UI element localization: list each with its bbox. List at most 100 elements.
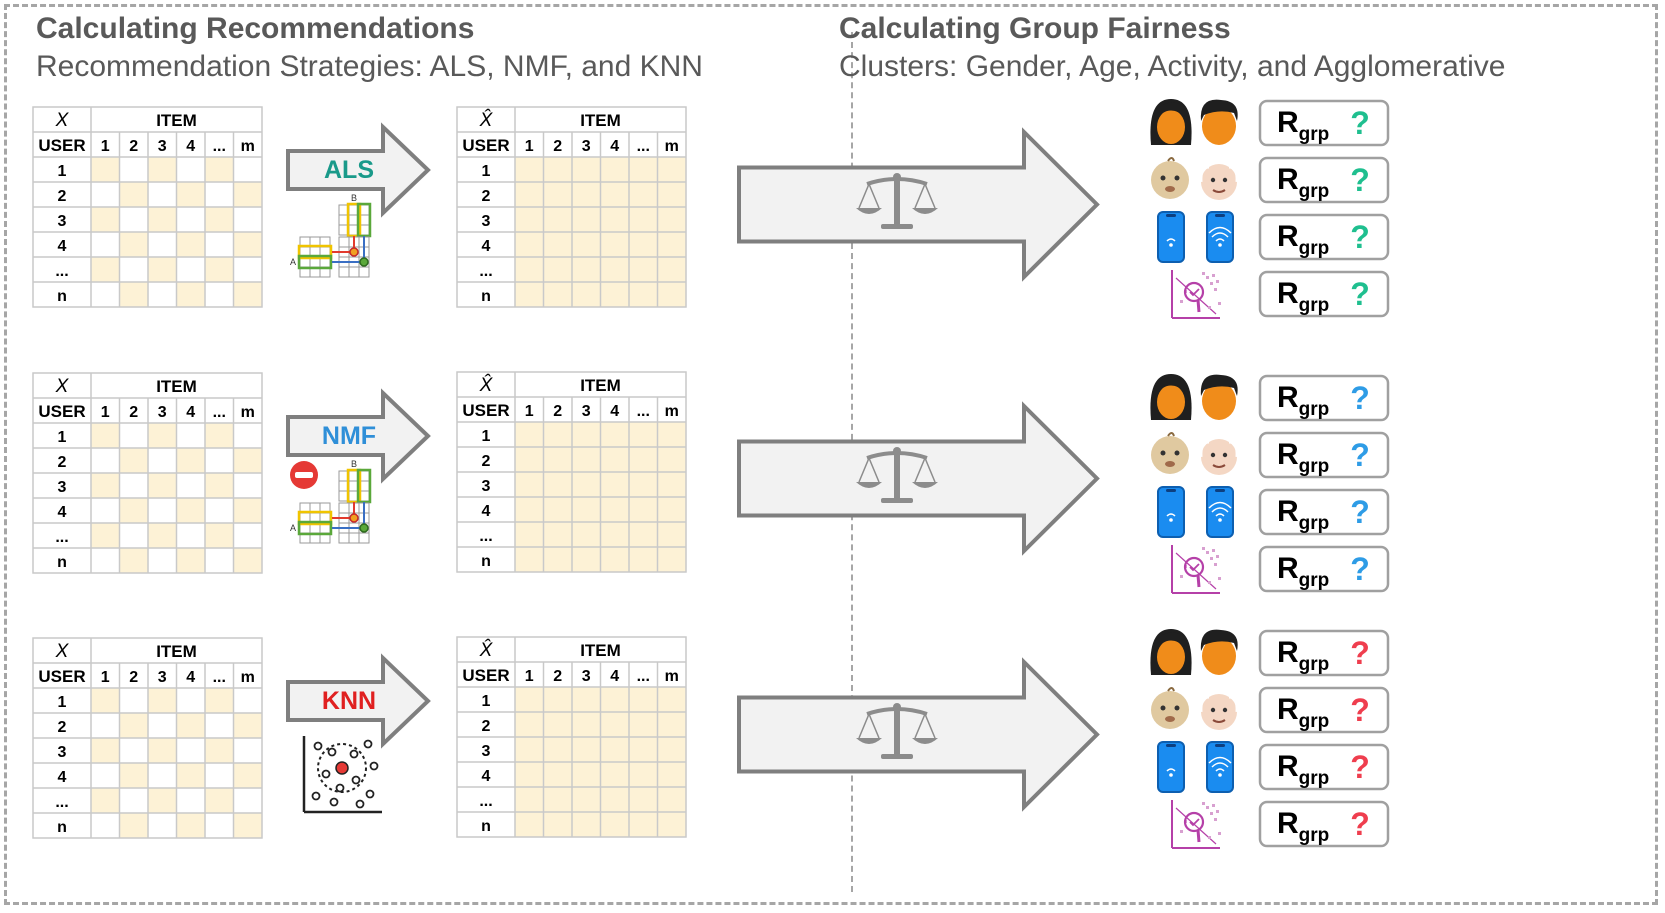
- matrix-cell: [515, 257, 544, 282]
- old-man-icon: [1197, 163, 1241, 200]
- matrix-symbol: X̂: [479, 374, 494, 396]
- question-mark: ?: [1350, 219, 1370, 255]
- matrix-cell: [91, 738, 120, 763]
- matrix-cell: [600, 157, 629, 182]
- matrix-cell: [176, 498, 205, 523]
- matrix-cell: [91, 207, 120, 232]
- matrix-cell: [600, 762, 629, 787]
- matrix-item-label: ITEM: [580, 641, 621, 660]
- matrix-cell: [515, 422, 544, 447]
- matrix-cell: [629, 157, 658, 182]
- matrix-cell: [600, 737, 629, 762]
- matrix-cell: [629, 737, 658, 762]
- matrix-cell: [572, 712, 601, 737]
- matrix-column-header: ...: [213, 669, 226, 686]
- rgrp-metric-box: Rgrp?: [1258, 545, 1390, 593]
- matrix-cell: [233, 448, 262, 473]
- matrix-row-header: 1: [58, 429, 67, 446]
- matrix-cell: [572, 472, 601, 497]
- matrix-row-header: 1: [58, 694, 67, 711]
- matrix-cell: [600, 687, 629, 712]
- matrix-cell: [572, 812, 601, 837]
- matrix-column-header: m: [241, 404, 255, 421]
- matrix-cell: [543, 422, 572, 447]
- matrix-item-label: ITEM: [156, 377, 197, 396]
- matrix-cell: [629, 207, 658, 232]
- right-title: Calculating Group Fairness: [839, 12, 1231, 45]
- fairness-arrow: [737, 127, 1100, 282]
- matrix-row-header: 1: [482, 428, 491, 445]
- matrix-cell: [176, 282, 205, 307]
- matrix-cell: [600, 497, 629, 522]
- baby-icon: [1151, 157, 1189, 199]
- matrix-cell: [572, 787, 601, 812]
- matrix-column-header: 2: [129, 138, 138, 155]
- rgrp-metric-box: Rgrp?: [1258, 156, 1390, 204]
- old-man-icon: [1197, 438, 1241, 475]
- matrix-cell: [176, 548, 205, 573]
- matrix-symbol: X̂: [479, 109, 494, 131]
- matrix-cell: [600, 787, 629, 812]
- question-mark: ?: [1350, 380, 1370, 416]
- left-title: Calculating Recommendations: [36, 12, 475, 45]
- matrix-cell: [572, 282, 601, 307]
- matrix-cell: [657, 762, 686, 787]
- matrix-column-header: ...: [637, 668, 650, 685]
- matrix-cell: [515, 447, 544, 472]
- matrix-cell: [515, 812, 544, 837]
- matrix-cell: [233, 548, 262, 573]
- matrix-cell: [657, 547, 686, 572]
- matrix-column-header: 1: [101, 669, 110, 686]
- matrix-cell: [543, 812, 572, 837]
- matrix-cell: [572, 547, 601, 572]
- matrix-cell: [543, 787, 572, 812]
- svg-text:A: A: [290, 257, 296, 267]
- matrix-cell: [657, 157, 686, 182]
- matrix-cell: [515, 232, 544, 257]
- matrix-column-header: 1: [525, 403, 534, 420]
- matrix-cell: [543, 447, 572, 472]
- matrix-cell: [629, 762, 658, 787]
- matrix-cell: [515, 207, 544, 232]
- matrix-cell: [543, 182, 572, 207]
- matrix-cell: [629, 712, 658, 737]
- question-mark: ?: [1350, 692, 1370, 728]
- matrix-cell: [572, 257, 601, 282]
- matrix-row-header: ...: [55, 794, 68, 811]
- matrix-row-header: 4: [58, 769, 67, 786]
- fairness-arrow: [737, 657, 1100, 812]
- matrix-column-header: ...: [637, 138, 650, 155]
- matrix-cell: [572, 497, 601, 522]
- matrix-cell: [543, 547, 572, 572]
- matrix-cell: [176, 232, 205, 257]
- matrix-row-header: ...: [55, 263, 68, 280]
- matrix-cell: [657, 472, 686, 497]
- left-subtitle: Recommendation Strategies: ALS, NMF, and…: [36, 50, 703, 83]
- matrix-item-label: ITEM: [580, 376, 621, 395]
- matrix-cell: [543, 497, 572, 522]
- matrix-item-label: ITEM: [580, 111, 621, 130]
- matrix-symbol: X: [55, 110, 70, 131]
- matrix-cell: [543, 157, 572, 182]
- matrix-row-header: 2: [58, 454, 67, 471]
- matrix-cell: [600, 207, 629, 232]
- rgrp-metric-box: Rgrp?: [1258, 629, 1390, 677]
- matrix-cell: [629, 282, 658, 307]
- matrix-column-header: ...: [213, 404, 226, 421]
- matrix-row-header: 3: [58, 479, 67, 496]
- rgrp-metric-box: Rgrp?: [1258, 488, 1390, 536]
- matrix-user-label: USER: [462, 666, 509, 685]
- fairness-arrow: [737, 401, 1100, 556]
- matrix-cell: [119, 182, 148, 207]
- old-man-icon: [1197, 693, 1241, 730]
- matrix-cell: [91, 788, 120, 813]
- matrix-cell: [148, 688, 177, 713]
- matrix-cell: [629, 787, 658, 812]
- matrix-cell: [119, 548, 148, 573]
- matrix-cell: [233, 182, 262, 207]
- matrix-row-header: 2: [58, 719, 67, 736]
- matrix-column-header: 4: [186, 404, 195, 421]
